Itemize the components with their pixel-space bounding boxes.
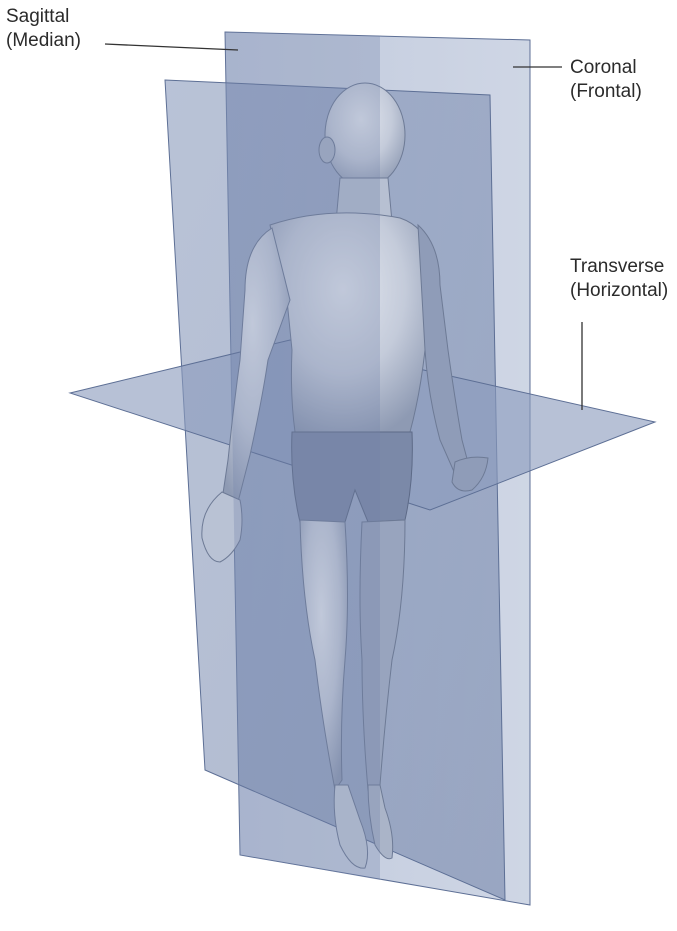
transverse-label: Transverse (Horizontal)	[570, 255, 668, 303]
transverse-label-line1: Transverse	[570, 255, 668, 279]
sagittal-label: Sagittal (Median)	[6, 5, 81, 53]
sagittal-leader-line	[105, 44, 238, 50]
coronal-label-line2: (Frontal)	[570, 80, 642, 104]
sagittal-label-line1: Sagittal	[6, 5, 81, 29]
transverse-label-line2: (Horizontal)	[570, 279, 668, 303]
sagittal-label-line2: (Median)	[6, 29, 81, 53]
coronal-label: Coronal (Frontal)	[570, 56, 642, 104]
coronal-plane-front	[225, 32, 380, 880]
coronal-label-line1: Coronal	[570, 56, 642, 80]
